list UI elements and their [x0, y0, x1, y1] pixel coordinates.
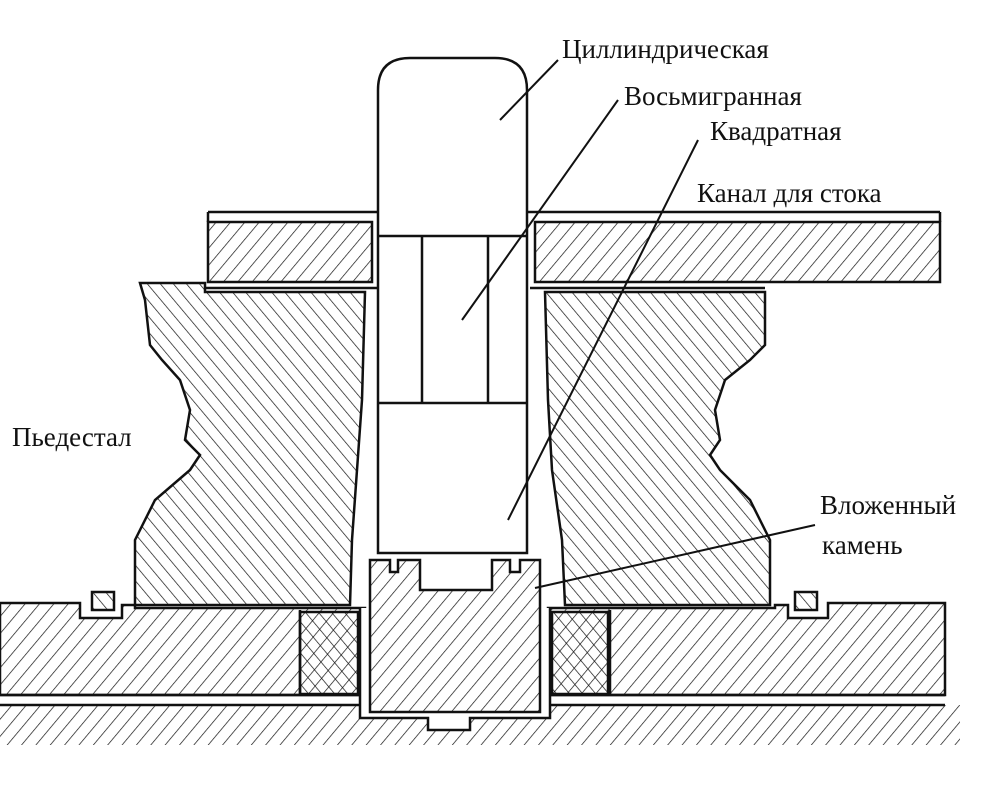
pedestal-right — [543, 290, 772, 607]
leader-square — [507, 139, 699, 521]
top-slab-left — [206, 220, 374, 284]
leader-octagonal — [461, 99, 619, 321]
label-square: Квадратная — [710, 116, 842, 146]
label-octagonal: Восьмигранная — [624, 81, 802, 111]
label-inserted-stone-1: Вложенный — [820, 490, 957, 520]
label-drain-channel: Канал для стока — [697, 178, 882, 208]
small-key-right — [793, 590, 819, 612]
column — [376, 56, 529, 555]
leader-inserted-stone — [534, 524, 816, 589]
small-key-left — [90, 590, 116, 612]
base-slab-right — [546, 601, 947, 697]
label-pedestal: Пьедестал — [12, 422, 132, 452]
label-inserted-stone-2: камень — [822, 530, 903, 560]
leader-cylindrical — [499, 59, 559, 121]
label-cylindrical: Циллиндрическая — [562, 34, 769, 64]
pedestal-left — [133, 281, 367, 607]
top-slab-right — [533, 220, 942, 284]
inserted-stone — [368, 558, 542, 714]
